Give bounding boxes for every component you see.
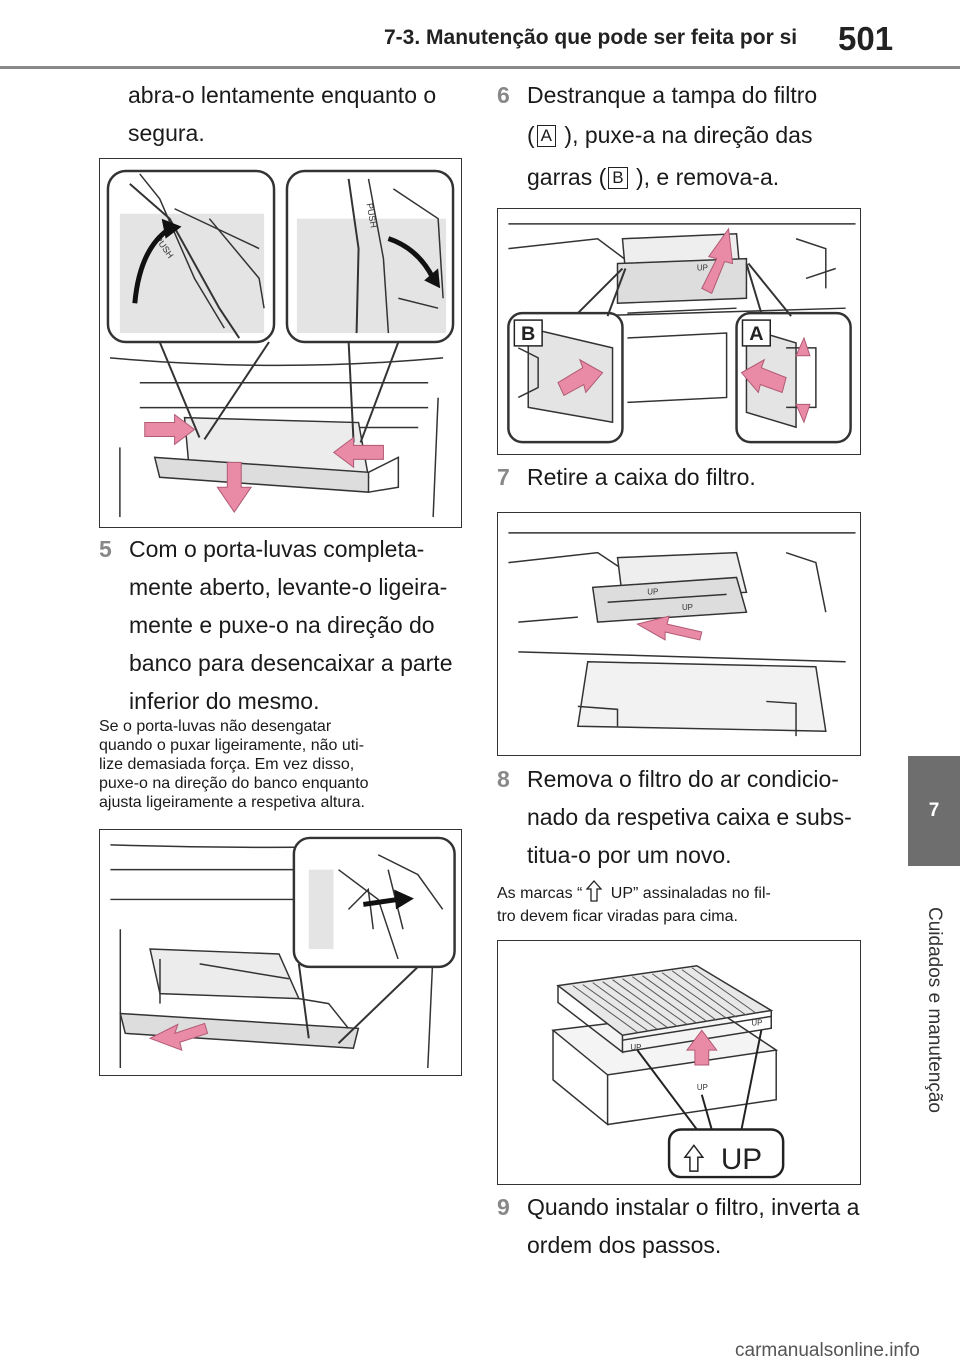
step-text-line: nado da respetiva caixa e subs- [527,804,852,830]
step-7: 7 Retire a caixa do filtro. [497,458,756,496]
filter-case-illustration: UP UP [508,532,856,737]
callout-a: A [749,323,763,345]
step-text-line: banco para desencaixar a parte [129,650,453,676]
up-mark: UP [697,263,708,272]
section-title: 7-3. Manutenção que pode ser feita por s… [384,26,798,49]
header-divider [0,66,960,69]
up-arrow-icon [585,880,603,907]
note-line: quando o puxar ligeiramente, não uti- [99,737,365,754]
filter-cover-figure: B A UP [497,208,861,455]
step-8: 8 Remova o filtro do ar condicio- nado da… [497,760,852,874]
up-callout-label: UP [721,1143,762,1176]
note-line: Se o porta-luvas não desengatar [99,718,332,735]
note-step-5: Se o porta-luvas não desengatar quando o… [99,717,369,812]
step-number: 7 [497,464,510,490]
step-text-line: Remova o filtro do ar condicio- [527,766,839,792]
intro-line: abra-o lentamente enquanto o [128,82,437,108]
footer-watermark: carmanualsonline.info [735,1340,920,1361]
step-number: 8 [497,766,510,792]
step-text-line: Quando instalar o filtro, inverta a [527,1194,860,1220]
note-line: puxe-o na direção do banco enquanto [99,775,369,792]
step-text-line: Destranque a tampa do filtro [527,82,818,108]
step-5: 5 Com o porta-luvas completa- mente abert… [99,530,453,720]
callout-b: B [521,323,535,345]
label-a: A [536,125,557,147]
chapter-tab[interactable]: 7 [908,756,960,866]
filter-replacement-illustration: UP UP UP UP [551,965,785,1179]
step-text-fragment: garras ( [527,164,607,190]
step-9: 9 Quando instalar o filtro, inverta a ord… [497,1188,859,1264]
step-number: 5 [99,536,112,562]
step-6: 6 Destranque a tampa do filtro (A ), puxe… [497,76,817,198]
glovebox-removal-figure [99,829,462,1076]
page-number: 501 [838,20,894,57]
push-label: PUSH [365,202,379,228]
filter-cover-illustration: B A UP [507,223,856,444]
step-number: 9 [497,1194,510,1220]
chapter-number: 7 [928,800,940,821]
step-text-line: ordem dos passos. [527,1232,722,1258]
intro-line: segura. [128,120,205,146]
step-text-fragment: ( [527,122,535,148]
step-text-fragment: ), puxe-a na direção das [558,122,813,148]
chapter-label: Cuidados e manutenção [924,907,945,1113]
note-fragment: As marcas “ [497,885,583,902]
note-line: ajusta ligeiramente a respetiva altura. [99,794,365,811]
note-line: tro devem ficar viradas para cima. [497,908,738,925]
step-text-line: inferior do mesmo. [129,688,320,714]
up-mark: UP [630,1043,641,1052]
step-text-line: titua-o por um novo. [527,842,732,868]
filter-case-figure: UP UP [497,512,861,756]
intro-paragraph: abra-o lentamente enquanto o segura. [128,76,436,152]
note-fragment: UP” assinaladas no fil- [606,885,771,902]
step-text-line: Com o porta-luvas completa- [129,536,425,562]
label-b: B [608,167,628,189]
note-line: lize demasiada força. Em vez disso, [99,756,355,773]
step-number: 6 [497,82,510,108]
step-text-line: Retire a caixa do filtro. [527,464,756,490]
filter-replacement-figure: UP UP UP UP [497,940,861,1185]
step-text-line: mente e puxe-o na direção do [129,612,435,638]
glovebox-opening-illustration: PUSH PUSH [106,169,455,518]
step-text-line: mente aberto, levante-o ligeira- [129,574,448,600]
up-mark: UP [682,603,693,612]
step-text-fragment: ), e remova-a. [629,164,780,190]
glovebox-removal-illustration [110,836,456,1069]
up-mark: UP [751,1018,762,1027]
note-step-8: As marcas “ UP” assinaladas no fil- tro … [497,880,771,926]
glovebox-opening-figure: PUSH PUSH [99,158,462,528]
up-mark: UP [647,587,658,596]
up-mark: UP [697,1083,708,1092]
